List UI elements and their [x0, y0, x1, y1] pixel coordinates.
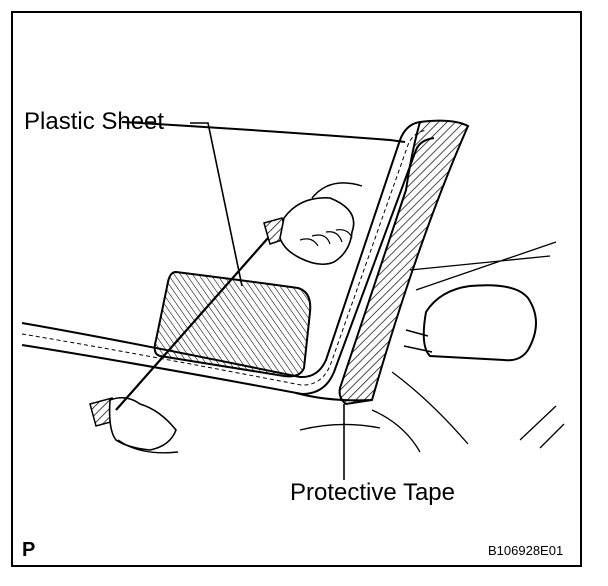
weatherstrip-line [21, 129, 428, 386]
upper-hand [279, 197, 355, 266]
lower-sleeve [117, 439, 179, 454]
window-glass-edge [121, 121, 406, 143]
plastic-sheet-label: Plastic Sheet [24, 108, 165, 135]
side-mirror-base [403, 329, 433, 353]
corner-letter: P [22, 539, 36, 561]
tool-handle-line [115, 237, 269, 411]
car-body-lines [299, 241, 565, 453]
lower-hand [108, 396, 177, 451]
upper-sleeve [311, 182, 363, 199]
pillar-lower-edge [295, 392, 373, 402]
pillar-protective-tape [338, 119, 470, 406]
upper-hand-fingers [299, 229, 353, 247]
figure-code: B106928E01 [488, 543, 564, 558]
door-frame-outer [21, 121, 421, 379]
side-mirror [422, 284, 537, 362]
protective-tape-label: Protective Tape [290, 479, 455, 506]
plastic-sheet-leader [190, 122, 243, 287]
plastic-sheet-pad [153, 270, 312, 378]
